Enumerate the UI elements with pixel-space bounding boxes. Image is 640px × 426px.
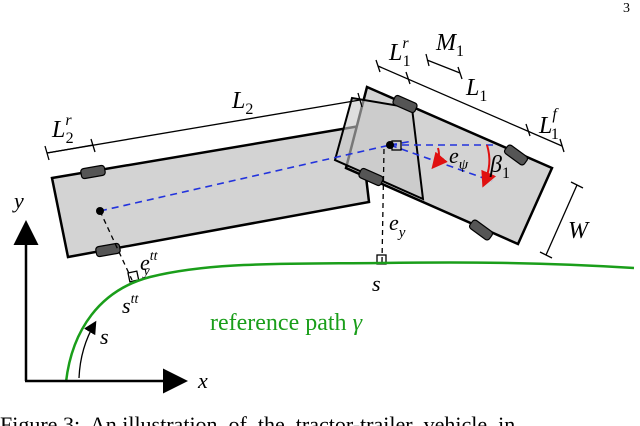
svg-text:x: x: [197, 368, 208, 393]
svg-text:ey: ey: [389, 210, 406, 241]
svg-text:β1: β1: [489, 152, 510, 182]
svg-text:L2: L2: [231, 88, 253, 118]
trailer-centerline: [99, 144, 391, 212]
reference-path: [64, 261, 635, 383]
tractor-front-wheel-bottom: [468, 219, 494, 241]
right-angle-marker-trailer: [127, 270, 140, 283]
trailer-hitch-wheel: [392, 94, 418, 114]
svg-text:y: y: [12, 188, 24, 213]
e-psi-arrow: [431, 147, 448, 170]
svg-text:s: s: [100, 324, 109, 349]
trailer-rear-wheel-top: [80, 164, 106, 180]
svg-text:eψ: eψ: [449, 143, 469, 173]
svg-text:W: W: [568, 218, 590, 244]
svg-text:stt: stt: [122, 292, 139, 318]
beta1-arrow: [481, 144, 497, 188]
tractor-axle-point: [386, 141, 394, 149]
svg-text:Lr1: Lr1: [388, 35, 411, 70]
svg-text:s: s: [372, 271, 381, 296]
arc-length-arrow: [78, 320, 97, 379]
tractor-front-wheel-top: [503, 144, 529, 166]
projection-lines: [99, 148, 385, 281]
right-angle-marker-top: [391, 140, 402, 151]
trailer-body: [50, 124, 371, 259]
figure-caption: Figure 3: An illustration of the tractor…: [0, 412, 515, 426]
svg-text:M1: M1: [435, 30, 464, 60]
page-number: 3: [623, 1, 630, 16]
trailer-rear-wheel-bottom: [95, 242, 121, 258]
angle-arrows: [431, 144, 497, 188]
wheels: [80, 94, 529, 258]
svg-text:L1: L1: [465, 75, 487, 105]
tractor-rear-wheel: [358, 167, 384, 187]
svg-text:Lr2: Lr2: [51, 112, 74, 147]
svg-text:Lf1: Lf1: [538, 106, 559, 143]
dimension-lines: [44, 53, 584, 259]
